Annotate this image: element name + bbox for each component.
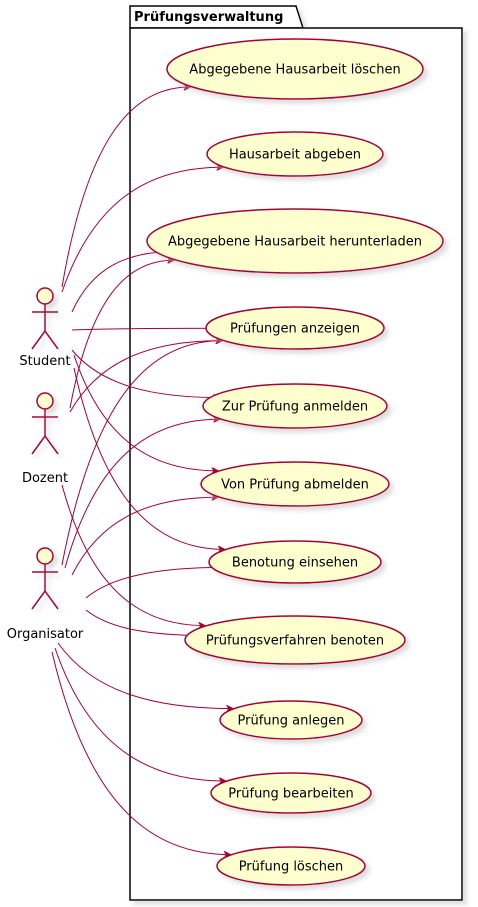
use-case-label: Prüfung löschen (239, 860, 344, 875)
use-case-label: Prüfungen anzeigen (230, 322, 360, 337)
use-case-benoten: Prüfungsverfahren benoten (184, 615, 406, 665)
use-case-label: Abgegebene Hausarbeit löschen (189, 63, 400, 78)
use-cases: Abgegebene Hausarbeit löschenHausarbeit … (146, 38, 444, 886)
association-edges (51, 87, 233, 855)
use-case-label: Hausarbeit abgeben (229, 148, 361, 163)
association-organisator-bearbeiten (54, 647, 225, 781)
association-dozent-herunterladen (69, 260, 174, 409)
use-case-einsehen: Benotung einsehen (208, 540, 382, 584)
association-student-loeschen_hausarbeit (61, 87, 190, 288)
actor-legs (31, 329, 59, 350)
use-case-ellipse (200, 461, 390, 507)
use-case-ellipse (219, 700, 363, 740)
use-case-ellipse (146, 208, 444, 274)
association-dozent-anzeigen (69, 341, 222, 413)
actor-head (36, 392, 54, 410)
use-case-ellipse (216, 846, 366, 886)
actor-head (36, 287, 54, 305)
association-student-anzeigen (71, 328, 222, 330)
use-case-ellipse (210, 772, 372, 814)
association-student-abmelden (73, 354, 218, 471)
association-student-abgeben (61, 167, 223, 293)
actor-label-organisator: Organisator (7, 627, 84, 642)
use-case-label: Prüfung anlegen (238, 714, 345, 729)
actor-dozent (31, 392, 59, 455)
association-dozent-benoten (61, 484, 205, 626)
use-case-anlegen: Prüfung anlegen (219, 700, 363, 740)
use-case-label: Prüfung bearbeiten (228, 787, 353, 802)
association-organisator-anlegen (57, 642, 233, 709)
use-case-abgeben: Hausarbeit abgeben (206, 131, 384, 177)
actor-label-dozent: Dozent (22, 471, 68, 486)
use-case-ellipse (184, 615, 406, 665)
use-case-label: Prüfungsverfahren benoten (206, 634, 384, 649)
use-case-loeschen_pruefung: Prüfung löschen (216, 846, 366, 886)
use-case-label: Abgegebene Hausarbeit herunterladen (168, 235, 422, 250)
association-organisator-einsehen (85, 567, 224, 599)
actor-legs (31, 434, 59, 455)
actor-student (31, 287, 59, 350)
use-case-label: Benotung einsehen (232, 556, 358, 571)
association-student-einsehen (73, 367, 224, 549)
use-case-abmelden: Von Prüfung abmelden (200, 461, 390, 507)
actor-legs (31, 589, 59, 610)
use-case-label: Von Prüfung abmelden (221, 478, 369, 493)
use-case-label: Zur Prüfung anmelden (222, 400, 368, 415)
use-case-loeschen_hausarbeit: Abgegebene Hausarbeit löschen (166, 38, 424, 100)
association-organisator-abmelden (71, 497, 218, 576)
use-case-ellipse (202, 383, 388, 429)
use-case-herunterladen: Abgegebene Hausarbeit herunterladen (146, 208, 444, 274)
use-case-anzeigen: Prüfungen anzeigen (205, 306, 385, 350)
actor-label-student: Student (19, 354, 70, 369)
use-case-anmelden: Zur Prüfung anmelden (202, 383, 388, 429)
association-organisator-anmelden (64, 419, 220, 569)
association-student-anmelden (71, 349, 220, 398)
actor-organisator (31, 547, 59, 610)
use-case-ellipse (205, 306, 385, 350)
association-organisator-anzeigen (61, 341, 222, 566)
package-title: Prüfungsverwaltung (134, 10, 283, 25)
actor-head (36, 547, 54, 565)
use-case-ellipse (206, 131, 384, 177)
use-case-ellipse (166, 38, 424, 100)
use-case-ellipse (208, 540, 382, 584)
association-organisator-loeschen_pruefung (51, 651, 230, 855)
use-case-bearbeiten: Prüfung bearbeiten (210, 772, 372, 814)
